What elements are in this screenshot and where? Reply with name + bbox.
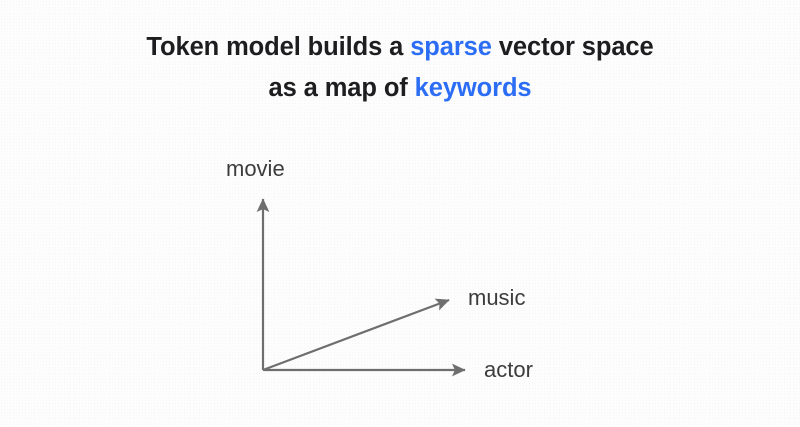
title-line-1-part-2: vector space <box>491 33 654 61</box>
axis-label-movie: movie <box>226 156 285 181</box>
title-highlight-sparse: sparse <box>410 33 492 61</box>
page-title: Token model builds a sparse vector space… <box>0 27 800 109</box>
axis-label-actor: actor <box>484 357 533 382</box>
axis-line-music <box>262 298 450 372</box>
title-line-1: Token model builds a sparse vector space <box>0 27 800 68</box>
axis-label-music: music <box>468 285 526 310</box>
title-line-1-part-1: Token model builds a <box>146 33 411 61</box>
title-line-2-part-1: as a map of <box>268 74 415 102</box>
title-highlight-keywords: keywords <box>414 74 532 102</box>
title-line-2: as a map of keywords <box>0 68 800 109</box>
